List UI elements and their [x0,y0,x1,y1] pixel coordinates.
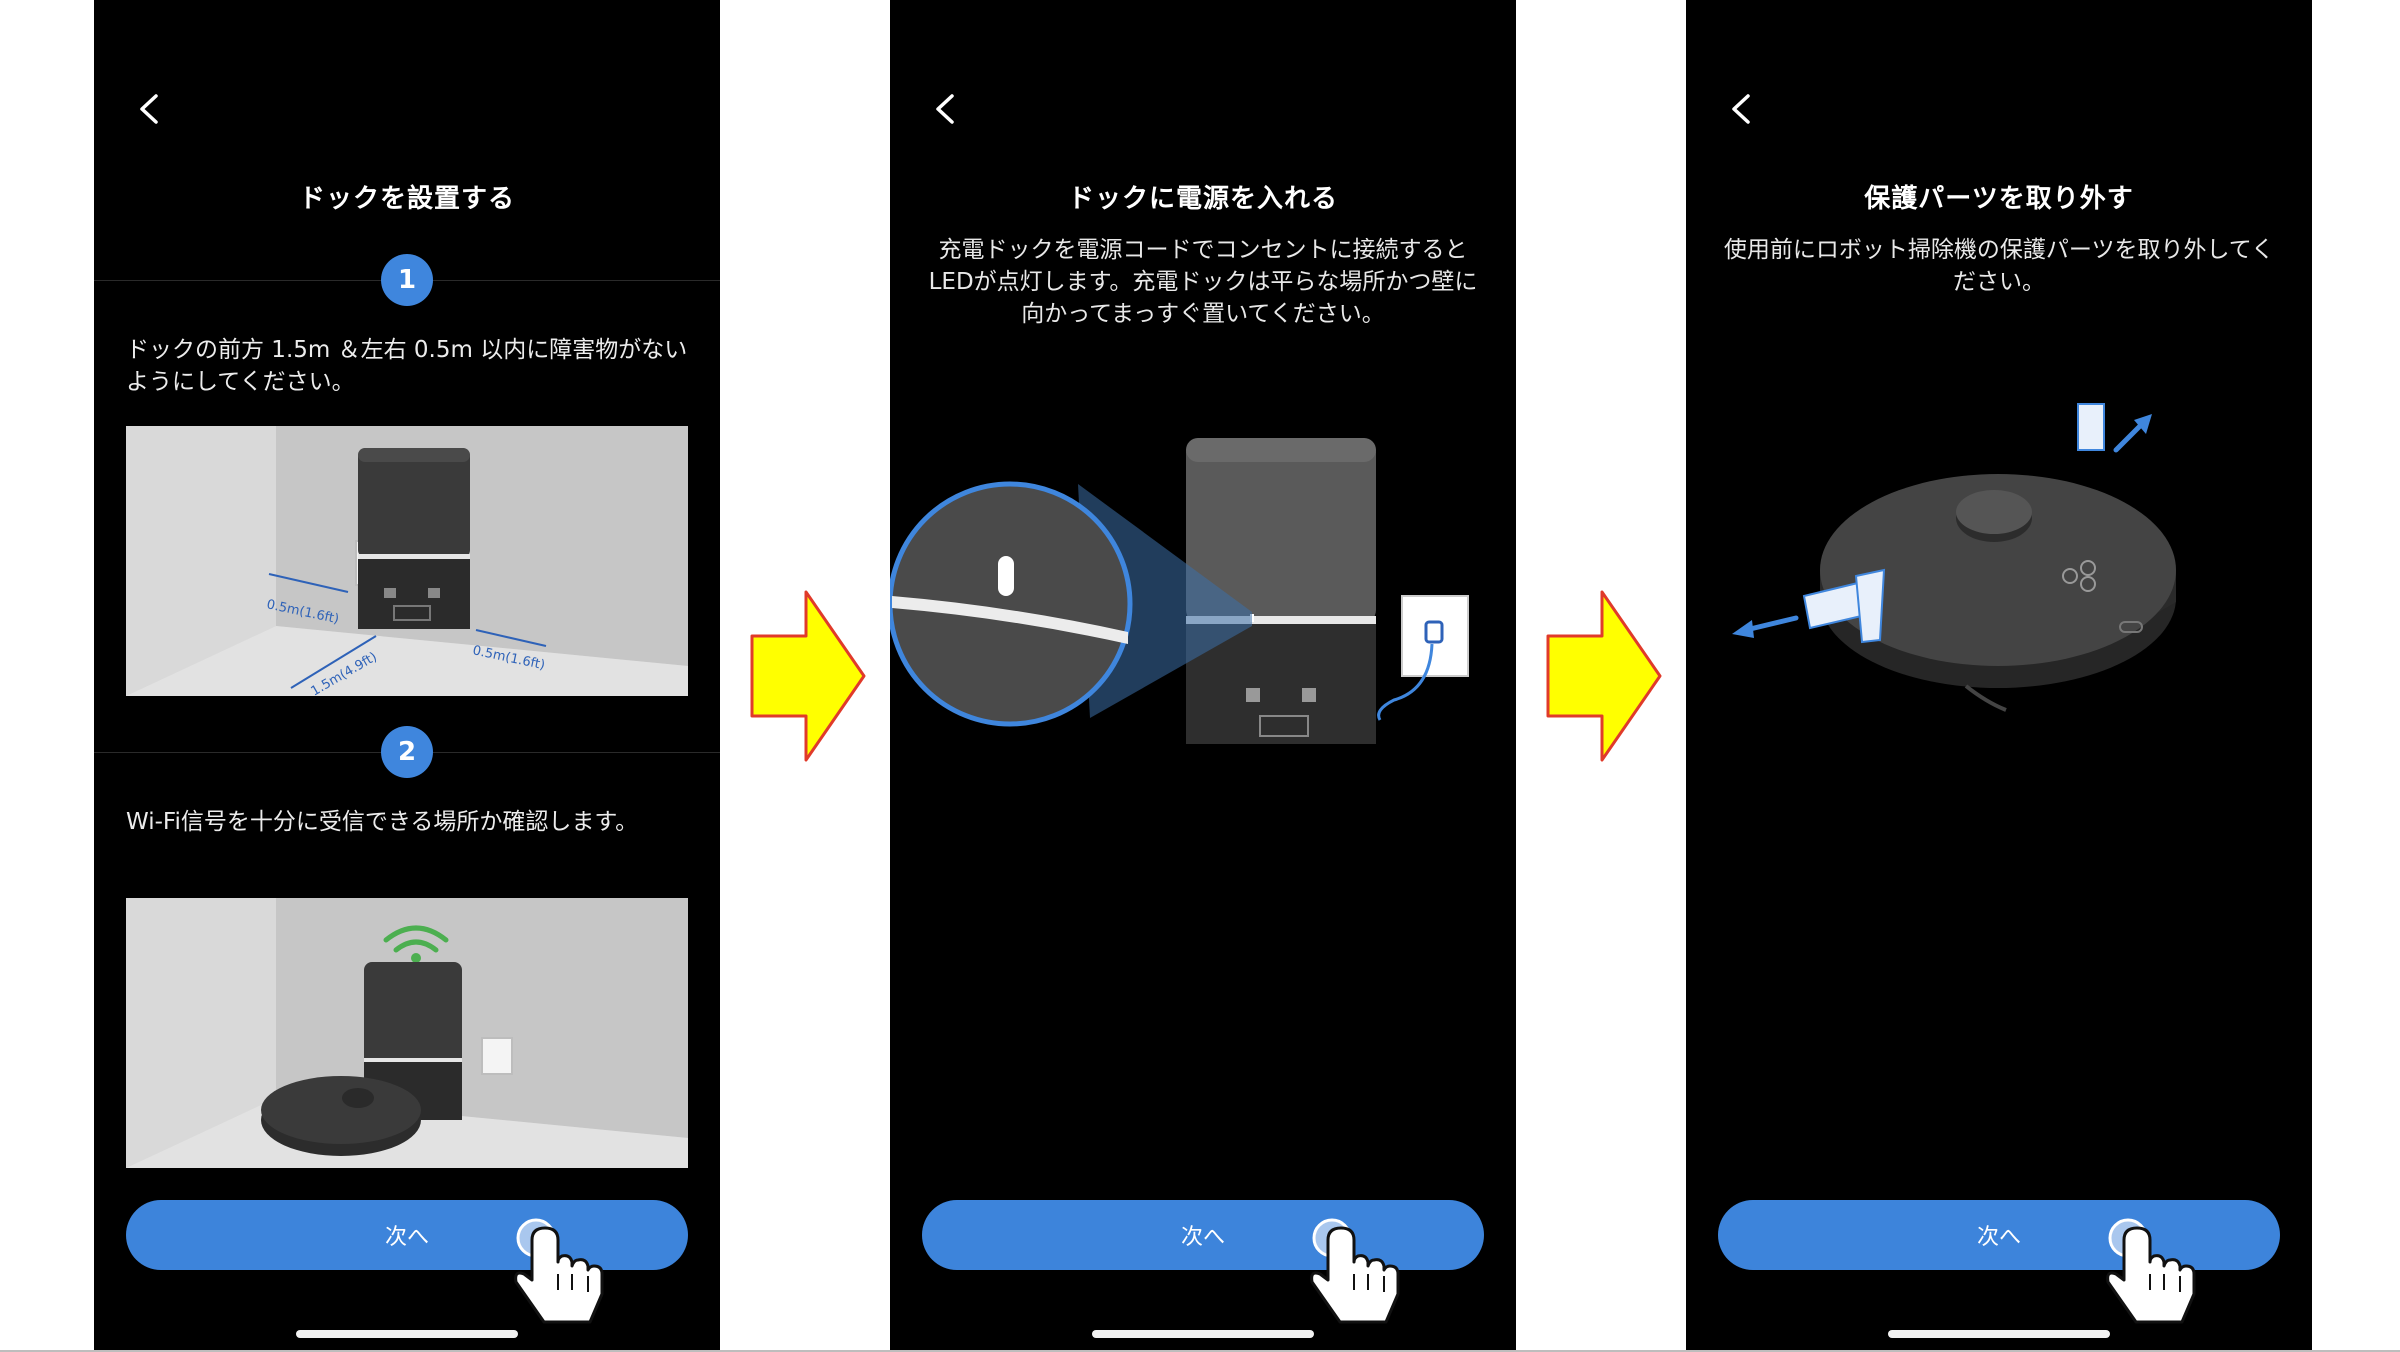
page-title: ドックに電源を入れる [1067,184,1338,214]
screen-install-dock: ドックを設置する 1 ドックの前方 1.5m ＆左右 0.5m 以内に障害物がな… [94,0,720,1352]
wifi-icon [383,925,449,963]
step-2-text: Wi-Fi信号を十分に受信できる場所か確認します。 [126,809,639,835]
chevron-left-icon [1732,94,1750,124]
next-button[interactable]: 次へ [1718,1200,2280,1270]
step-badge-2: 2 [381,726,433,778]
step-badge-1: 1 [381,254,433,306]
right-arrow-icon [1544,588,1664,764]
chevron-left-icon [936,94,954,124]
tap-hand-icon [510,1218,620,1338]
next-button[interactable]: 次へ [922,1200,1484,1270]
description: 充電ドックを電源コードでコンセントに接続するとLEDが点灯します。充電ドックは平… [928,237,1478,327]
tap-hand-icon [2102,1218,2212,1338]
next-button[interactable]: 次へ [126,1200,688,1270]
dock-placement-illustration: 0.5m(1.6ft) 0.5m(1.6ft) 1.5m(4.9ft) [126,426,688,696]
home-indicator [1888,1330,2110,1338]
tap-hand-icon [1306,1218,1416,1338]
right-arrow-icon [748,588,868,764]
dock-power-illustration [890,400,1516,820]
chevron-left-icon [140,94,158,124]
screen-power-dock: ドックに電源を入れる 充電ドックを電源コードでコンセントに接続するとLEDが点灯… [890,0,1516,1352]
page-title: ドックを設置する [298,184,515,214]
step-1-text: ドックの前方 1.5m ＆左右 0.5m 以内に障害物がないようにしてください。 [126,337,688,395]
description: 使用前にロボット掃除機の保護パーツを取り外してください。 [1723,237,2275,295]
home-indicator [296,1330,518,1338]
wifi-placement-illustration [126,898,688,1168]
back-button[interactable] [130,88,170,130]
home-indicator [1092,1330,1314,1338]
back-button[interactable] [1722,88,1762,130]
back-button[interactable] [926,88,966,130]
screen-remove-protective-parts: 保護パーツを取り外す 使用前にロボット掃除機の保護パーツを取り外してください。 … [1686,0,2312,1352]
bottom-border [0,1350,2400,1352]
robot-vacuum-illustration [1686,380,2312,760]
page-title: 保護パーツを取り外す [1864,184,2134,214]
